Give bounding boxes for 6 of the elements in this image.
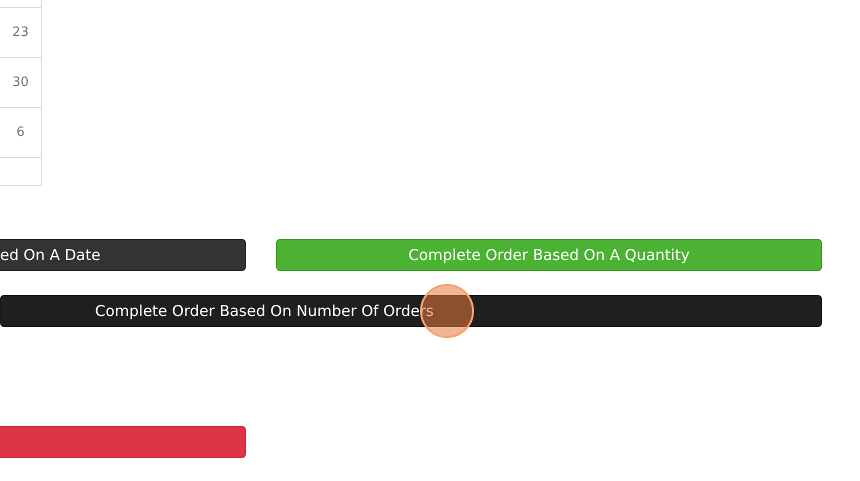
quantity-button: Complete Order Based On A Quantity — [276, 239, 822, 271]
table-cell: 6 — [0, 108, 42, 158]
table-cell: 23 — [0, 8, 42, 58]
action-button — [0, 426, 246, 458]
date-button: ed On A Date — [0, 239, 246, 271]
table-cell: 30 — [0, 58, 42, 108]
